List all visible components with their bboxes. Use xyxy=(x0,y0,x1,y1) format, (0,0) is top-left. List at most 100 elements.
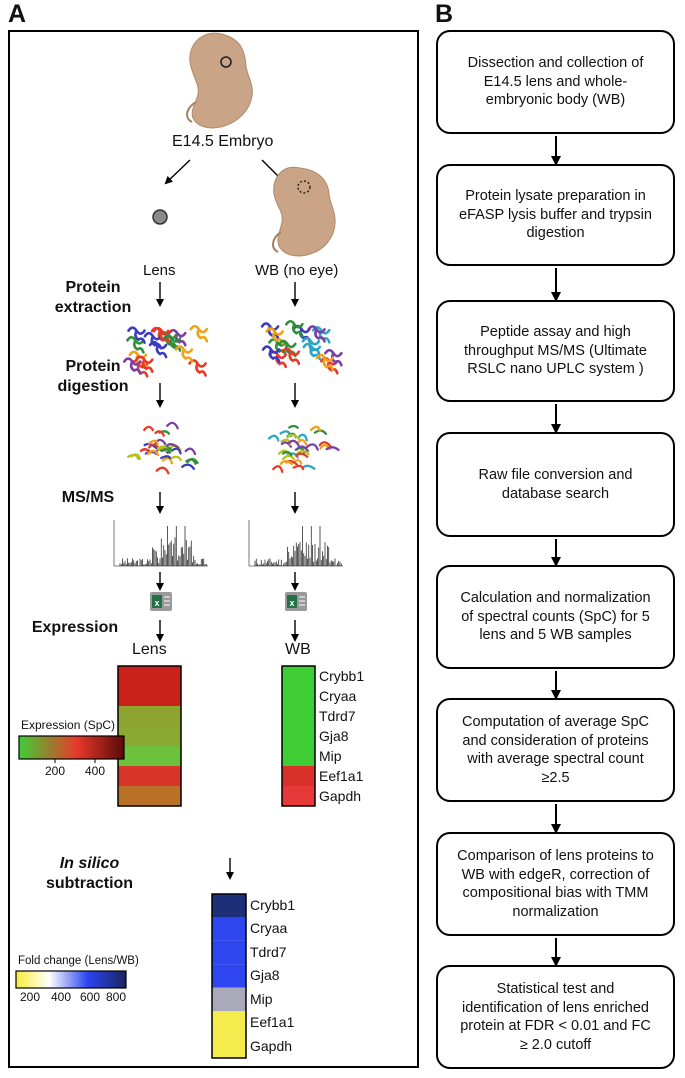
wb-heatmap-cell xyxy=(282,726,315,746)
protein-squiggle xyxy=(281,347,301,366)
peptide-fragment xyxy=(166,421,179,430)
subtraction-heatmap xyxy=(212,894,246,1058)
protein-extraction-line1: Protein xyxy=(65,279,121,296)
protein-squiggle xyxy=(127,326,146,344)
peptide-fragment xyxy=(297,438,308,446)
lens-heatmap-cell xyxy=(118,686,181,706)
workflow-step-line: identification of lens enriched xyxy=(461,999,649,1016)
protein-squiggle xyxy=(315,353,335,372)
in-silico-subtraction-label: In silico subtraction xyxy=(42,854,137,894)
subtraction-gene-label: Tdrd7 xyxy=(250,943,287,960)
foldchange-legend-bar xyxy=(15,970,127,989)
workflow-step-line: Protein lysate preparation in xyxy=(465,188,646,205)
wb-excel-icon: x xyxy=(285,592,307,611)
protein-squiggle xyxy=(301,336,321,355)
protein-squiggle xyxy=(135,355,154,374)
peptide-fragment xyxy=(292,464,305,471)
protein-squiggle xyxy=(261,345,281,363)
workflow-step-text: Computation of average SpC and considerat… xyxy=(462,713,649,787)
workflow-step-line: and consideration of proteins xyxy=(462,732,649,749)
peptide-fragment xyxy=(318,441,332,448)
subtraction-heatmap-cell xyxy=(212,1034,246,1058)
lens-heatmap-cell xyxy=(118,706,181,726)
msms-label: MS/MS xyxy=(61,489,115,506)
lens-expression-heatmap xyxy=(118,666,181,806)
workflow-step-line: Peptide assay and high xyxy=(480,324,631,341)
workflow-step-line: compositional bias with TMM xyxy=(462,885,649,901)
lens-excel-icon: x xyxy=(150,592,172,611)
peptide-fragment xyxy=(184,447,197,456)
workflow-step-box: Computation of average SpC and considerat… xyxy=(436,698,675,802)
foldchange-legend-title: Fold change (Lens/WB) xyxy=(18,955,139,967)
workflow-step-line: ≥ 2.0 cutoff xyxy=(519,1036,592,1053)
workflow-step-line: embryonic body (WB) xyxy=(485,92,626,109)
expression-legend-tick-400: 400 xyxy=(85,764,106,778)
subtraction-gene-label: Mip xyxy=(250,990,273,1007)
workflow-step-line: with average spectral count xyxy=(467,751,644,767)
wb-heatmap-cell xyxy=(282,706,315,726)
workflow-step-line: E14.5 lens and whole- xyxy=(483,73,628,90)
fc-tick-400: 400 xyxy=(51,990,72,1004)
workflow-step-line: Computation of average SpC xyxy=(462,714,649,730)
peptide-fragment xyxy=(267,434,280,442)
peptide-fragment xyxy=(155,466,170,475)
protein-squiggle xyxy=(143,331,163,350)
wb-peptide-cloud xyxy=(267,424,340,473)
workflow-step-line: protein at FDR < 0.01 and FC xyxy=(460,1018,651,1034)
peptide-fragment xyxy=(161,456,174,465)
expression-gene-label: Crybb1 xyxy=(319,668,365,684)
lens-protein-cluster xyxy=(122,324,209,378)
protein-extraction-line2: extraction xyxy=(54,299,132,316)
peptide-fragment xyxy=(160,448,172,454)
workflow-step-line: WB with edgeR, correction of xyxy=(461,866,650,883)
wb-heatmap-cell xyxy=(282,666,315,686)
workflow-step-line: lens and 5 WB samples xyxy=(479,627,632,644)
workflow-step-line: of spectral counts (SpC) for 5 xyxy=(461,608,650,625)
workflow-step-line: Calculation and normalization xyxy=(460,590,651,607)
lens-heatmap-cell xyxy=(118,726,181,746)
peptide-fragment xyxy=(165,443,180,449)
fc-tick-600: 600 xyxy=(80,990,101,1004)
wb-heatmap-cell xyxy=(282,786,315,806)
subtraction-heatmap-cell xyxy=(212,940,246,965)
protein-squiggle xyxy=(285,319,304,338)
svg-text:x: x xyxy=(154,598,159,608)
peptide-fragment xyxy=(181,463,196,470)
fc-tick-800: 800 xyxy=(106,990,127,1004)
wb-heatmap-cell xyxy=(282,746,315,766)
wb-expression-heatmap xyxy=(282,666,315,806)
lens-heatmap-cell xyxy=(118,766,181,786)
lens-ms-spectrum xyxy=(113,520,208,567)
wb-embryo-illustration xyxy=(272,166,336,257)
protein-digestion-line2: digestion xyxy=(57,378,129,395)
expression-gene-label: Mip xyxy=(319,748,342,764)
workflow-step-line: Dissection and collection of xyxy=(467,55,644,72)
protein-squiggle xyxy=(174,345,194,363)
subtraction-heatmap-cell xyxy=(212,964,246,988)
peptide-fragment xyxy=(288,424,299,429)
wb-heatmap-cell xyxy=(282,766,315,786)
subtraction-heatmap-cell xyxy=(212,987,246,1012)
peptide-fragment xyxy=(287,439,300,447)
protein-squiggle xyxy=(189,324,209,343)
peptide-fragment xyxy=(297,433,308,442)
expression-legend-bar xyxy=(18,735,125,760)
subtraction-gene-label: Gja8 xyxy=(250,967,280,984)
lens-peptide-cloud xyxy=(127,421,199,475)
subtraction-heatmap-cell xyxy=(212,894,246,918)
peptide-fragment xyxy=(147,439,159,446)
peptide-fragment xyxy=(160,455,172,460)
workflow-step-line: normalization xyxy=(512,903,599,920)
fc-tick-200: 200 xyxy=(20,990,41,1004)
wb-label: WB (no eye) xyxy=(255,262,339,279)
peptide-fragment xyxy=(186,457,199,464)
workflow-step-line: Raw file conversion and xyxy=(478,467,633,483)
